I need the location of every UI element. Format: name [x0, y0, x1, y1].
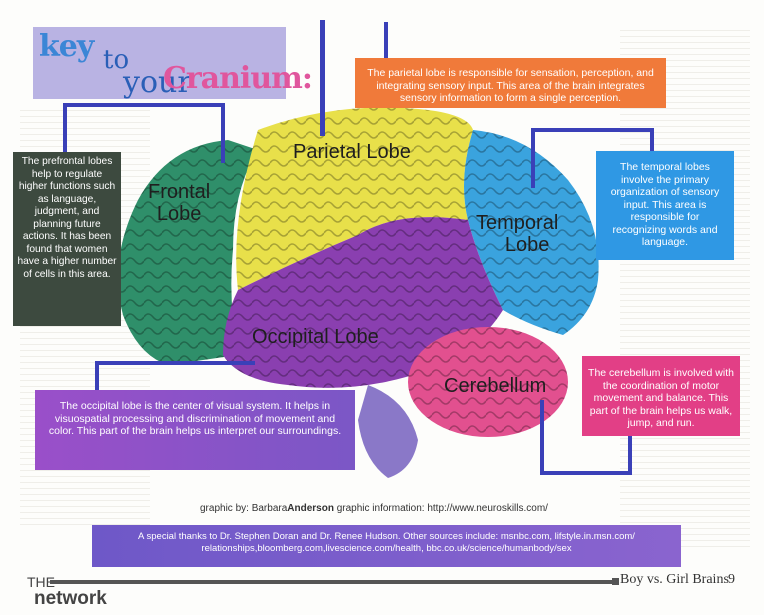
label-frontal-line1: Frontal	[148, 181, 211, 203]
connector-temporal-top	[531, 128, 654, 132]
connector-cerebellum-bottom	[540, 471, 632, 475]
brain-illustration	[118, 107, 599, 478]
credit-name: Anderson	[287, 503, 334, 514]
footer-page-number: 9	[728, 572, 735, 587]
label-temporal-line1: Temporal	[476, 212, 559, 234]
connector-occipital-v	[95, 361, 99, 391]
credit-suffix: graphic information: http://www.neuroski…	[333, 503, 548, 514]
occipital-info-box: The occipital lobe is the center of visu…	[35, 390, 355, 470]
connector-prefrontal-v2	[221, 103, 225, 163]
footer-rule	[50, 580, 616, 584]
connector-parietal-left	[320, 20, 325, 136]
connector-temporal-v2	[650, 128, 654, 152]
brain-stem-shape	[358, 385, 418, 478]
credit-prefix: graphic by: Barbara	[200, 503, 288, 514]
connector-prefrontal-v1	[63, 103, 67, 155]
title-your: your	[123, 65, 192, 100]
connector-cerebellum-v2	[540, 400, 544, 475]
connector-temporal-v1	[531, 128, 535, 188]
label-temporal-lobe: Temporal Lobe	[476, 212, 558, 256]
background-text-right	[620, 30, 750, 550]
label-temporal-line2: Lobe	[504, 234, 550, 256]
graphic-credit: graphic by: BarbaraAnderson graphic info…	[200, 503, 548, 514]
footer-rule-end	[612, 578, 619, 585]
label-frontal-lobe: Frontal Lobe	[148, 181, 210, 225]
label-parietal-lobe: Parietal Lobe	[293, 141, 411, 163]
prefrontal-info-box: The prefrontal lobes help to regulate hi…	[13, 152, 121, 326]
cerebellum-info-box: The cerebellum is involved with the coor…	[582, 356, 740, 436]
label-frontal-line2: Lobe	[156, 203, 202, 225]
title-key: key	[39, 29, 94, 64]
footer-section-title: Boy vs. Girl Brains	[620, 572, 729, 587]
parietal-info-box: The parietal lobe is responsible for sen…	[355, 58, 666, 108]
connector-occipital-top	[95, 361, 255, 365]
footer-the: THE	[27, 574, 55, 590]
title-cranium: Cranium:	[163, 61, 313, 96]
footer-network-logo: network	[34, 588, 107, 609]
temporal-info-box: The temporal lobes involve the primary o…	[596, 151, 734, 260]
label-occipital-lobe: Occipital Lobe	[252, 326, 379, 348]
connector-prefrontal-top	[63, 103, 225, 107]
label-cerebellum: Cerebellum	[444, 375, 547, 397]
title-block: key to your Cranium:	[33, 27, 313, 100]
title-to: to	[103, 45, 130, 75]
connector-cerebellum-v1	[628, 434, 632, 475]
connector-parietal-right	[384, 22, 388, 58]
thanks-box: A special thanks to Dr. Stephen Doran an…	[92, 525, 681, 567]
